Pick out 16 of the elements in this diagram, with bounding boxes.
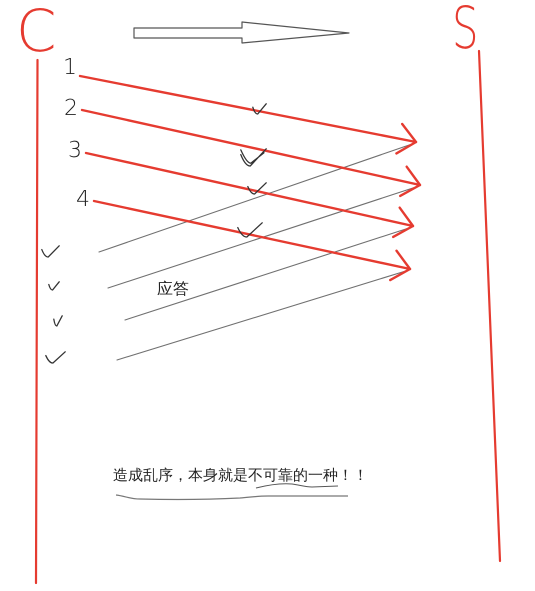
message-arrow <box>84 152 414 238</box>
sequence-number: 1 <box>60 56 80 80</box>
message-arrow <box>78 74 418 155</box>
annotation-text: 应答 <box>157 279 189 298</box>
check-icon <box>45 351 66 364</box>
sequence-number: 3 <box>64 139 86 163</box>
sequence-number: 2 <box>60 97 82 121</box>
message-arrow <box>80 108 422 198</box>
check-icon <box>53 315 63 327</box>
message-arrow <box>92 200 412 282</box>
check-icon <box>48 281 60 291</box>
participant-label: C <box>16 6 56 56</box>
sequence-number: 4 <box>72 188 94 212</box>
participant-label: S <box>452 3 479 53</box>
check-icon <box>41 245 60 258</box>
note-text: 造成乱序，本身就是不可靠的一种！！ <box>113 466 368 484</box>
